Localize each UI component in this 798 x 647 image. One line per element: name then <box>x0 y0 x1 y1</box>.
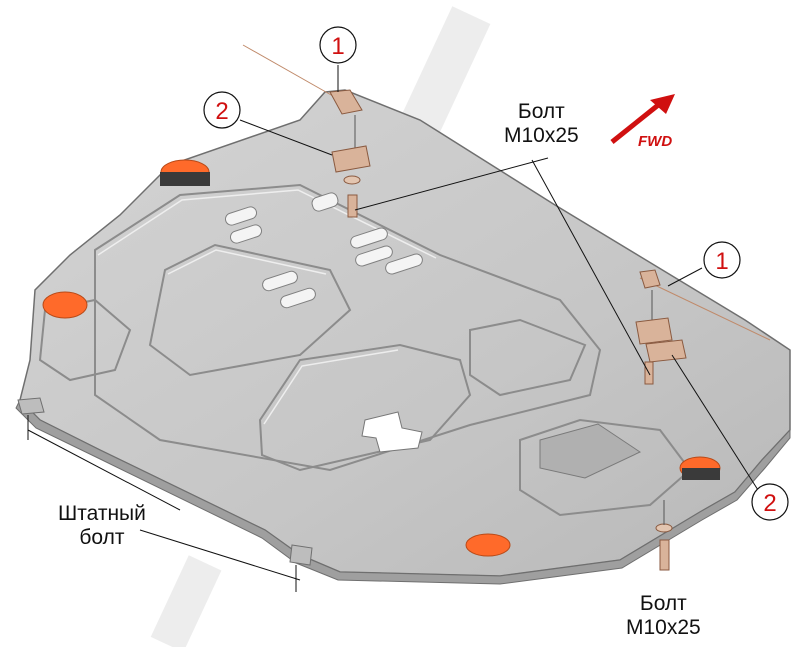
bolt-label-top: Болт M10x25 <box>504 100 579 148</box>
bolt-label-top-line2: M10x25 <box>504 124 579 147</box>
stock-bolt-label: Штатный болт <box>58 502 146 550</box>
rubber-pad-right <box>679 456 721 480</box>
callout-1-right: 1 <box>703 241 741 279</box>
bolt-label-bottom-line2: M10x25 <box>626 616 701 639</box>
bolt-label-bottom-line1: Болт <box>639 592 687 615</box>
callout-2-top: 2 <box>203 91 241 129</box>
bracket-top <box>242 44 371 218</box>
bracket-right <box>635 269 771 385</box>
bolt-bottom <box>655 500 673 571</box>
rubber-pad-left-front <box>160 159 210 186</box>
bolt-label-bottom: Болт M10x25 <box>626 592 701 640</box>
callout-2-right: 2 <box>751 483 789 521</box>
callout-1-top: 1 <box>319 26 357 64</box>
fwd-direction-arrow: FWD <box>610 94 675 150</box>
rubber-pad-left-rear <box>42 291 88 319</box>
svg-text:1: 1 <box>331 33 344 60</box>
rubber-pads <box>42 159 721 557</box>
svg-text:2: 2 <box>215 98 228 125</box>
drain-cutout <box>361 411 423 453</box>
skid-plate <box>15 89 791 585</box>
svg-text:1: 1 <box>715 248 728 275</box>
bolt-label-top-line1: Болт <box>517 100 565 123</box>
fwd-label: FWD <box>638 133 672 150</box>
stock-bolt-label-line1: Штатный <box>58 502 146 525</box>
leader-lines <box>27 65 759 592</box>
svg-text:2: 2 <box>763 490 776 517</box>
service-panel <box>539 423 642 479</box>
stock-bolt-label-line2: болт <box>79 526 125 549</box>
rubber-pad-bottom <box>465 533 511 557</box>
